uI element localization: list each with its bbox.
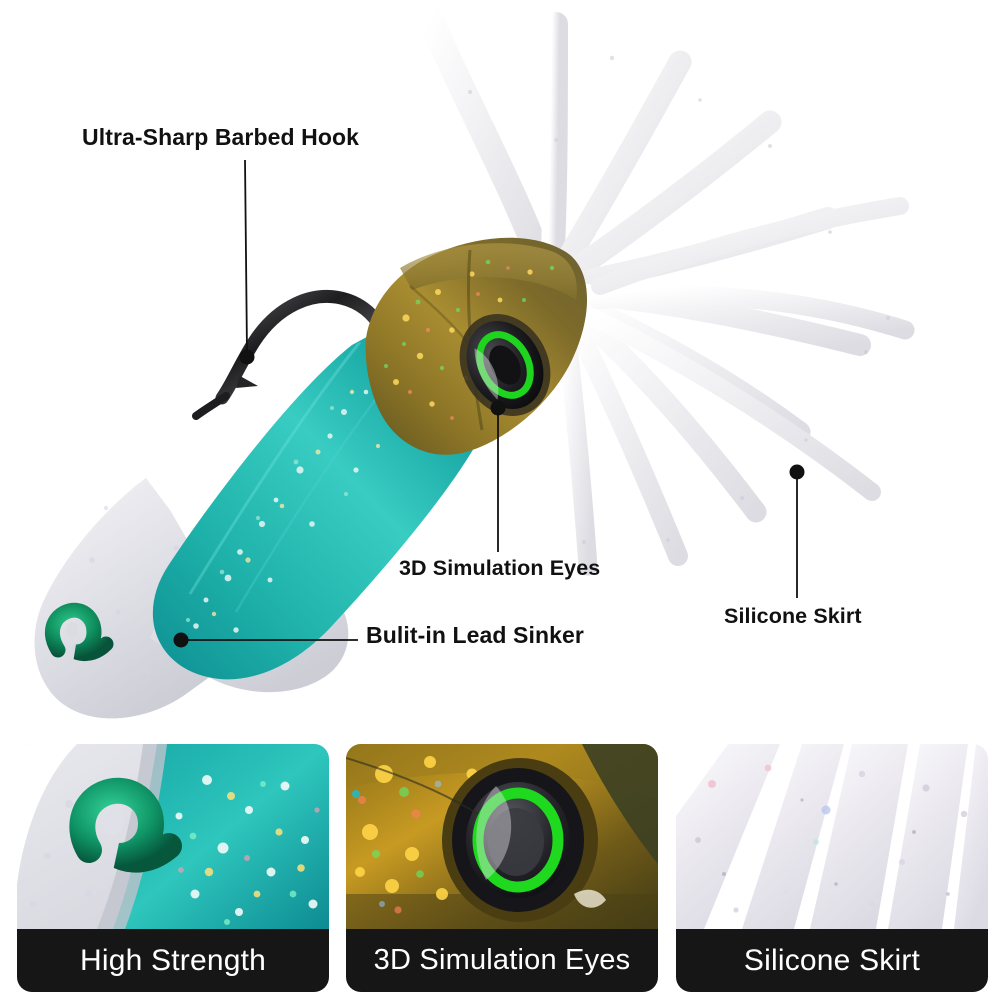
feature-card-simulation-eyes[interactable]: 3D Simulation Eyes — [346, 744, 658, 992]
card-caption-silicone-skirt: Silicone Skirt — [676, 929, 988, 992]
callout-label-skirt: Silicone Skirt — [724, 604, 862, 628]
feature-card-row: High Strength — [0, 735, 1000, 1000]
leader-hook — [244, 159, 248, 353]
product-illustration — [34, 5, 915, 719]
callout-label-hook: Ultra-Sharp Barbed Hook — [82, 124, 360, 150]
card-caption-simulation-eyes: 3D Simulation Eyes — [346, 929, 658, 992]
feature-card-high-strength[interactable]: High Strength — [17, 744, 329, 992]
card-photo-simulation-eyes — [346, 744, 658, 929]
hero-product-photo: Ultra-Sharp Barbed Hook 3D Simulation Ey… — [34, 5, 915, 719]
card-photo-high-strength — [17, 744, 329, 929]
silicone-skirt-tentacles — [417, 5, 915, 576]
callout-label-sinker: Bulit-in Lead Sinker — [366, 622, 584, 648]
feature-card-silicone-skirt[interactable]: Silicone Skirt — [676, 744, 988, 992]
leader-dot-eyes — [490, 400, 506, 416]
skirt-glitter-speckles — [468, 55, 890, 544]
lead-sinker-ring — [44, 602, 114, 662]
callout-label-eyes: 3D Simulation Eyes — [399, 556, 601, 580]
simulation-eye — [459, 314, 551, 416]
leader-dot-skirt — [789, 464, 805, 480]
leader-dot-hook — [239, 349, 255, 365]
card-caption-high-strength: High Strength — [17, 929, 329, 992]
leader-dot-sinker — [173, 632, 189, 648]
card-photo-silicone-skirt — [676, 744, 988, 929]
callout-leader-lines — [173, 159, 805, 648]
